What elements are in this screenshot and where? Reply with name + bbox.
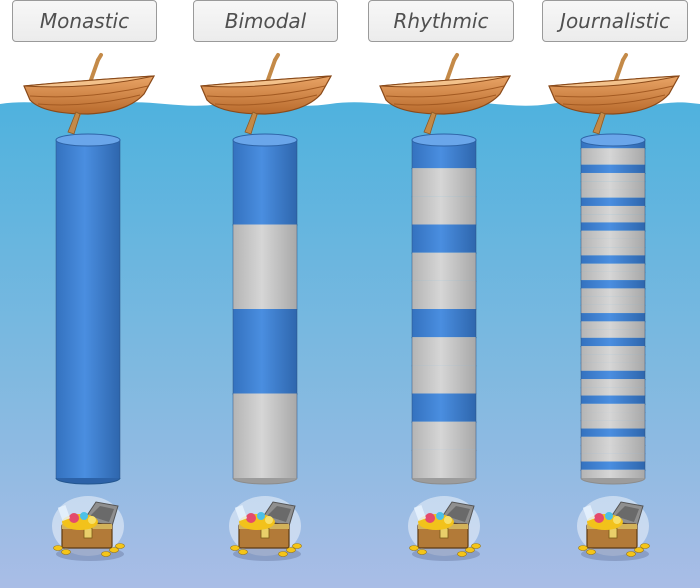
deep-work-block (581, 428, 645, 437)
schedule-column-rhythmic (411, 133, 477, 485)
deep-work-block (581, 337, 645, 347)
shallow-work-block (581, 379, 645, 388)
shallow-work-block (581, 271, 645, 281)
shallow-work-block (233, 224, 297, 309)
shallow-work-block (581, 296, 645, 305)
treasure-chest-icon (229, 496, 302, 561)
water-surface (0, 102, 700, 588)
shallow-work-block (412, 168, 476, 197)
shallow-work-block (581, 172, 645, 182)
shallow-work-block (581, 387, 645, 396)
shallow-work-block (581, 181, 645, 190)
schedule-column-monastic (55, 133, 121, 485)
treasure-chest-icon (577, 496, 650, 561)
shallow-work-block (581, 329, 645, 338)
column-label-bimodal: Bimodal (193, 0, 338, 42)
deep-work-block (233, 309, 297, 394)
deep-work-block (581, 164, 645, 173)
block-divider (55, 477, 121, 485)
deep-work-block (581, 370, 645, 380)
column-top (55, 133, 121, 147)
rowboat-icon (548, 53, 681, 135)
shallow-work-block (581, 148, 645, 157)
schedule-column-bimodal (232, 133, 298, 485)
column-label-rhythmic: Rhythmic (368, 0, 514, 42)
block-divider (232, 477, 298, 485)
column-top (580, 133, 646, 147)
block-divider (580, 477, 646, 485)
shallow-work-block (581, 214, 645, 223)
deep-work-block (233, 140, 297, 225)
shallow-work-block (412, 365, 476, 394)
shallow-work-block (581, 263, 645, 272)
shallow-work-block (412, 449, 476, 478)
shallow-work-block (581, 453, 645, 462)
deep-work-block (581, 280, 645, 289)
deep-work-block (581, 395, 645, 404)
shallow-work-block (412, 252, 476, 281)
shallow-work-block (581, 321, 645, 330)
deep-work-block (581, 461, 645, 470)
shallow-work-block (581, 288, 645, 297)
shallow-work-block (581, 469, 645, 478)
column-top (411, 133, 477, 147)
column-label-monastic: Monastic (12, 0, 157, 42)
treasure-chest-icon (408, 496, 481, 561)
columns-layer (23, 53, 681, 561)
shallow-work-block (581, 189, 645, 198)
deep-work-block (56, 140, 120, 478)
shallow-work-block (412, 280, 476, 309)
shallow-work-block (581, 247, 645, 256)
shallow-work-block (412, 337, 476, 366)
shallow-work-block (581, 346, 645, 355)
shallow-work-block (412, 196, 476, 225)
deep-work-block (581, 313, 645, 322)
shallow-work-block (412, 421, 476, 450)
column-label-journalistic: Journalistic (542, 0, 688, 42)
shallow-work-block (581, 156, 645, 165)
block-divider (411, 477, 477, 485)
shallow-work-block (581, 304, 645, 314)
rowboat-icon (379, 53, 512, 135)
treasure-chest-icon (52, 496, 125, 561)
shallow-work-block (581, 412, 645, 421)
column-top (232, 133, 298, 147)
deep-work-block (581, 197, 645, 206)
deep-work-block (412, 393, 476, 422)
shallow-work-block (581, 403, 645, 413)
shallow-work-block (581, 230, 645, 239)
shallow-work-block (581, 436, 645, 446)
shallow-work-block (581, 205, 645, 215)
shallow-work-block (581, 445, 645, 454)
rowboat-icon (23, 53, 156, 135)
shallow-work-block (581, 420, 645, 429)
deep-work-block (412, 309, 476, 338)
deep-work-block (581, 255, 645, 264)
shallow-work-block (233, 393, 297, 478)
rowboat-icon (200, 53, 333, 135)
deep-work-block (412, 224, 476, 253)
shallow-work-block (581, 362, 645, 371)
schedule-column-journalistic (580, 133, 646, 485)
deep-work-block (581, 222, 645, 231)
shallow-work-block (581, 354, 645, 363)
shallow-work-block (581, 238, 645, 248)
